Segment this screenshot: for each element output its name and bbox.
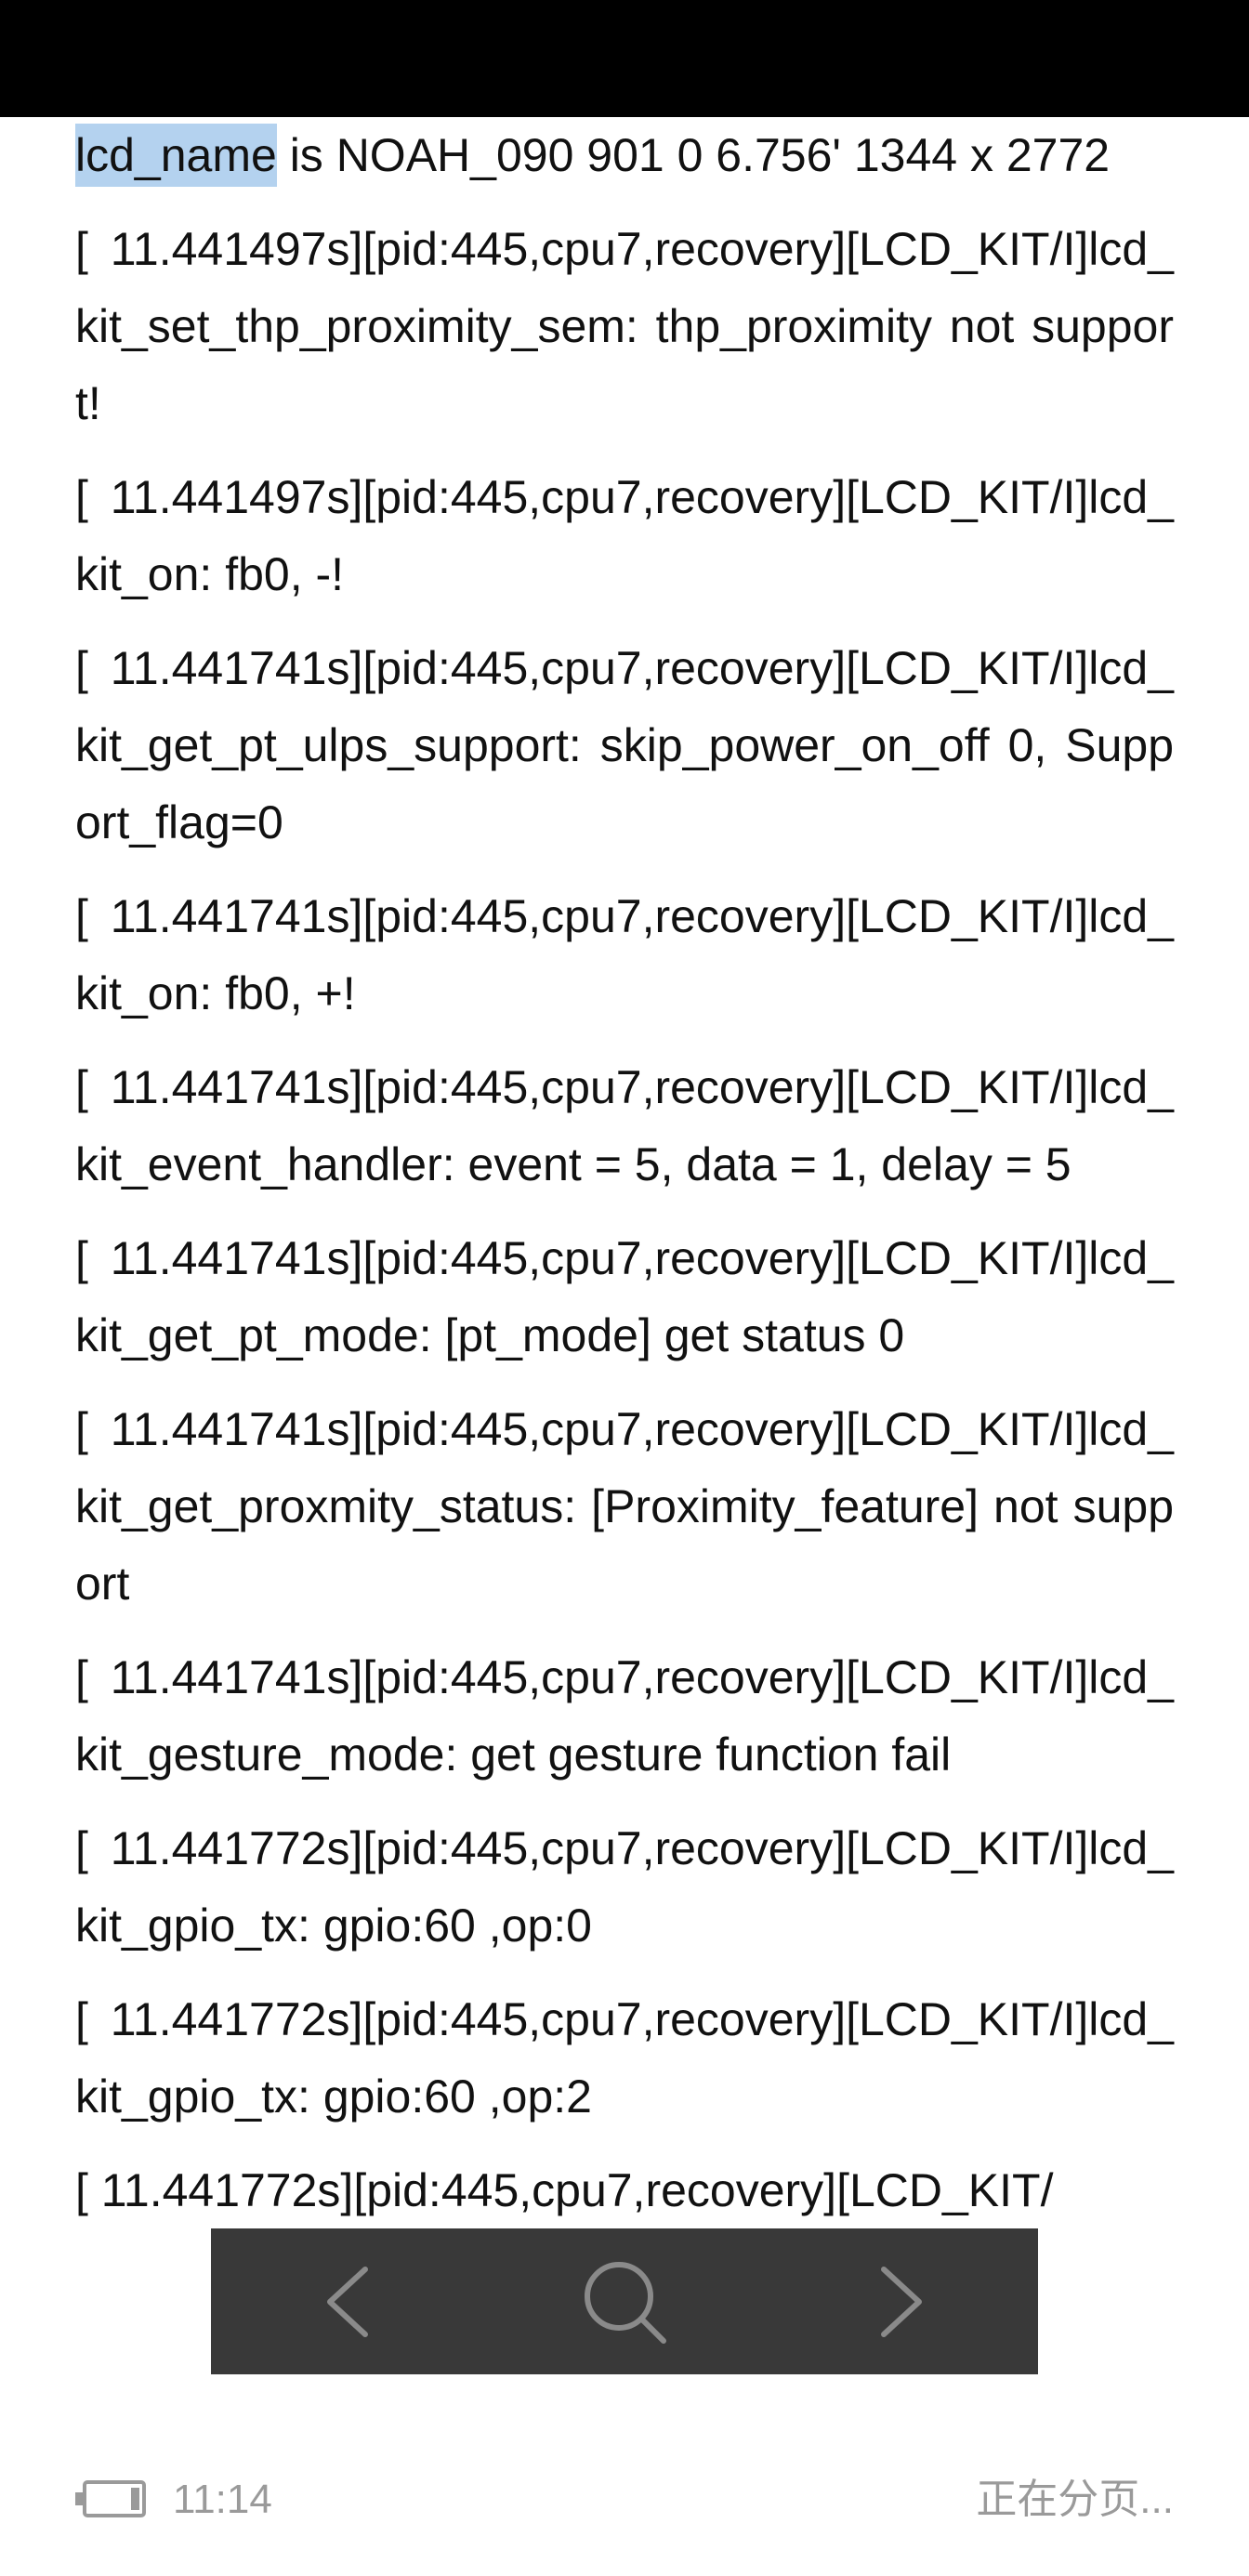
log-line: [ 11.441497s][pid:445,cpu7,recovery][LCD…	[75, 471, 1174, 600]
chevron-right-icon	[880, 2266, 922, 2337]
log-line: [ 11.441497s][pid:445,cpu7,recovery][LCD…	[75, 223, 1174, 429]
pagination-status: 正在分页...	[976, 2477, 1174, 2522]
search-button[interactable]	[555, 2232, 694, 2372]
log-line: lcd_name is NOAH_090 901 0 6.756' 1344 x…	[75, 117, 1174, 194]
prev-page-button[interactable]	[279, 2232, 418, 2372]
bottom-status-bar: 11:14 正在分页...	[0, 2453, 1249, 2546]
log-line: [ 11.441772s][pid:445,cpu7,recovery][LCD…	[75, 1822, 1174, 1952]
reader-nav-overlay	[211, 2228, 1038, 2374]
log-line: [ 11.441741s][pid:445,cpu7,recovery][LCD…	[75, 1232, 1174, 1361]
top-status-bar	[0, 0, 1249, 117]
log-line: [ 11.441741s][pid:445,cpu7,recovery][LCD…	[75, 1651, 1174, 1781]
selected-text[interactable]: lcd_name	[75, 124, 277, 187]
log-line: [ 11.441741s][pid:445,cpu7,recovery][LCD…	[75, 1403, 1174, 1610]
chevron-left-icon	[327, 2266, 369, 2337]
log-line: [ 11.441741s][pid:445,cpu7,recovery][LCD…	[75, 642, 1174, 848]
next-page-button[interactable]	[831, 2232, 970, 2372]
log-line: [ 11.441741s][pid:445,cpu7,recovery][LCD…	[75, 890, 1174, 1019]
search-icon	[584, 2261, 666, 2344]
log-line: [ 11.441741s][pid:445,cpu7,recovery][LCD…	[75, 1061, 1174, 1190]
log-line: [ 11.441772s][pid:445,cpu7,recovery][LCD…	[75, 2164, 1054, 2216]
log-line: [ 11.441772s][pid:445,cpu7,recovery][LCD…	[75, 1993, 1174, 2123]
log-line-text: is NOAH_090 901 0 6.756' 1344 x 2772	[276, 129, 1111, 181]
document-content[interactable]: lcd_name is NOAH_090 901 0 6.756' 1344 x…	[75, 117, 1174, 2246]
battery-icon	[75, 2480, 146, 2517]
clock-time: 11:14	[173, 2477, 272, 2522]
